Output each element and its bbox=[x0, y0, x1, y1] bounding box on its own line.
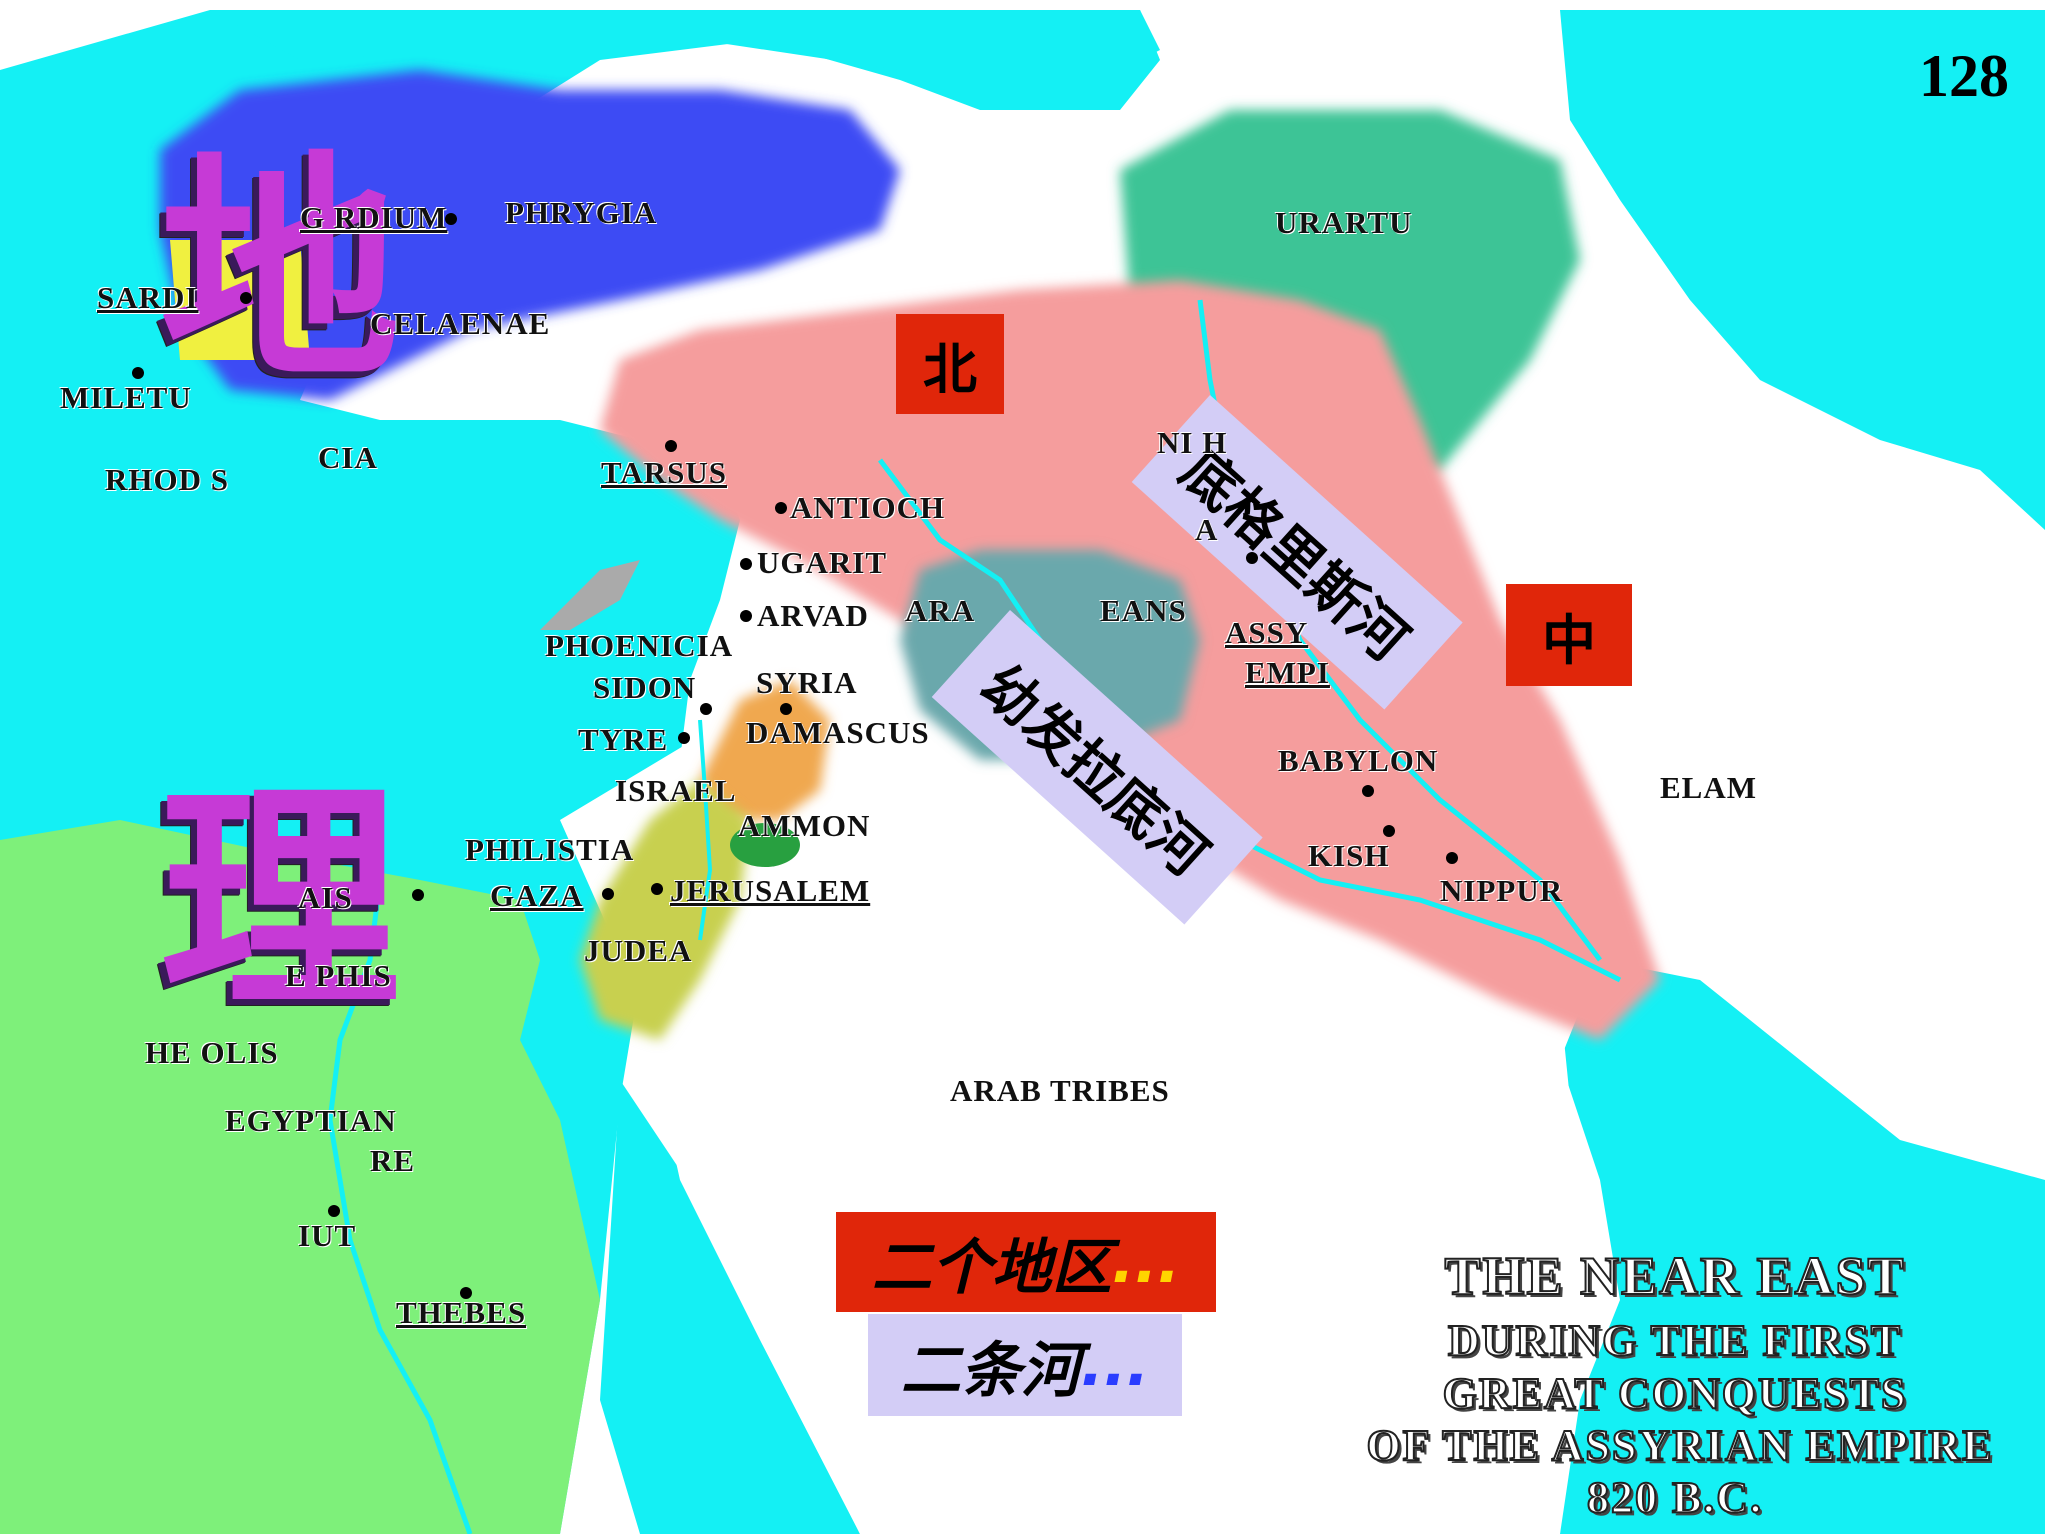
red-sea bbox=[600, 1080, 860, 1534]
city-dot-sidon bbox=[700, 703, 712, 715]
region-label-ammon: AMMON bbox=[738, 808, 871, 843]
city-label-antioch: ANTIOCH bbox=[790, 490, 946, 525]
title-char-di: 地 bbox=[160, 129, 401, 411]
region-label-egyptian-a: EGYPTIAN bbox=[225, 1103, 397, 1138]
city-dot-tanis bbox=[412, 889, 424, 901]
city-label-tanis: AIS bbox=[298, 880, 353, 915]
city-label-jerusalem: JERUSALEM bbox=[670, 873, 871, 908]
city-label-assur: A bbox=[1195, 512, 1219, 547]
center-label-box: 中 bbox=[1506, 584, 1632, 686]
cyprus-island bbox=[540, 560, 640, 630]
city-label-gordium: G RDIUM bbox=[300, 200, 448, 235]
city-label-sidon: SIDON bbox=[593, 670, 697, 705]
egypt-region bbox=[0, 820, 600, 1534]
city-dot-miletus bbox=[132, 367, 144, 379]
city-dot-siut bbox=[328, 1205, 340, 1217]
city-label-memphis: E PHIS bbox=[285, 958, 392, 993]
city-label-rhodes: RHOD S bbox=[105, 462, 229, 497]
persian-gulf bbox=[1560, 960, 2045, 1534]
region-label-judea: JUDEA bbox=[584, 933, 693, 968]
caspian-sea bbox=[1560, 10, 2045, 530]
phrygia-region bbox=[160, 70, 900, 400]
region-label-arameans-a: ARA bbox=[905, 593, 976, 628]
city-dot-sardis bbox=[240, 292, 252, 304]
city-dot-arvad bbox=[740, 610, 752, 622]
region-label-philistia: PHILISTIA bbox=[465, 832, 635, 867]
city-label-thebes: THEBES bbox=[396, 1295, 527, 1330]
city-dot-gaza bbox=[602, 888, 614, 900]
caption-two-regions-text: 二个地区 bbox=[871, 1232, 1112, 1303]
caption-two-rivers-dots: ... bbox=[1080, 1330, 1150, 1400]
map-title-line-3: GREAT CONQUESTS bbox=[1442, 1368, 1908, 1419]
city-label-nineveh: NI H bbox=[1157, 425, 1228, 460]
nile-river bbox=[327, 879, 473, 1534]
region-label-lycia: CIA bbox=[318, 440, 378, 475]
map-title-line-4: OF THE ASSYRIAN EMPIRE bbox=[1365, 1420, 1994, 1471]
city-dot-gordium bbox=[445, 213, 457, 225]
city-label-arvad: ARVAD bbox=[757, 598, 869, 633]
region-label-egyptian-b: RE bbox=[370, 1143, 416, 1178]
region-label-arab-tribes: ARAB TRIBES bbox=[950, 1073, 1170, 1108]
city-dot-ugarit bbox=[740, 558, 752, 570]
city-label-tarsus: TARSUS bbox=[601, 455, 728, 490]
city-dot-assur bbox=[1246, 552, 1258, 564]
map-title-line-5: 820 B.C. bbox=[1586, 1472, 1764, 1523]
city-label-nippur: NIPPUR bbox=[1440, 873, 1564, 908]
city-label-kish: KISH bbox=[1308, 838, 1390, 873]
city-dot-jerusalem bbox=[651, 883, 663, 895]
black-sea bbox=[210, 10, 1160, 80]
region-label-israel: ISRAEL bbox=[615, 773, 737, 808]
ammon-region bbox=[730, 823, 800, 867]
city-label-ugarit: UGARIT bbox=[757, 545, 888, 580]
city-label-babylon: BABYLON bbox=[1278, 743, 1439, 778]
page-number: 128 bbox=[1919, 43, 2009, 109]
map-title-line-1: THE NEAR EAST bbox=[1443, 1245, 1906, 1307]
region-label-elam: ELAM bbox=[1660, 770, 1757, 805]
caption-two-regions-dots: ... bbox=[1111, 1227, 1181, 1297]
syria-region bbox=[700, 680, 830, 820]
region-label-phoenicia: PHOENICIA bbox=[545, 628, 734, 663]
city-dot-thebes bbox=[460, 1287, 472, 1299]
city-label-miletus: MILETU bbox=[60, 380, 192, 415]
city-dot-damascus bbox=[780, 703, 792, 715]
region-label-arameans-b: EANS bbox=[1100, 593, 1187, 628]
city-dot-babylon bbox=[1362, 785, 1374, 797]
city-label-tyre: TYRE bbox=[578, 722, 669, 757]
city-dot-nippur bbox=[1446, 852, 1458, 864]
city-label-damascus: DAMASCUS bbox=[746, 715, 930, 750]
title-char-li: 理 bbox=[160, 759, 401, 1041]
arabian-land bbox=[560, 700, 1580, 1534]
region-label-phrygia: PHRYGIA bbox=[505, 195, 658, 230]
map-title-line-2: DURING THE FIRST bbox=[1447, 1315, 1903, 1366]
jordan-river bbox=[698, 719, 713, 941]
city-dot-antioch bbox=[775, 502, 787, 514]
caption-two-regions: 二个地区... bbox=[836, 1212, 1216, 1312]
caption-two-rivers: 二条河... bbox=[868, 1314, 1182, 1416]
city-dot-kish bbox=[1383, 825, 1395, 837]
city-label-gaza: GAZA bbox=[490, 878, 584, 913]
region-label-assyria-a: ASSY bbox=[1225, 615, 1309, 650]
north-label-box: 北 bbox=[896, 314, 1004, 414]
city-label-celaenae: CELAENAE bbox=[370, 306, 551, 341]
caption-two-rivers-text: 二条河 bbox=[900, 1335, 1081, 1406]
city-label-heracleopolis: HE OLIS bbox=[145, 1035, 279, 1070]
city-dot-tyre bbox=[678, 732, 690, 744]
region-label-syria: SYRIA bbox=[756, 665, 858, 700]
city-label-siut: IUT bbox=[298, 1218, 357, 1253]
city-label-sardis: SARDI bbox=[97, 280, 199, 315]
region-label-assyria-b: EMPI bbox=[1245, 655, 1330, 690]
region-label-urartu: URARTU bbox=[1275, 205, 1413, 240]
city-dot-tarsus bbox=[665, 440, 677, 452]
